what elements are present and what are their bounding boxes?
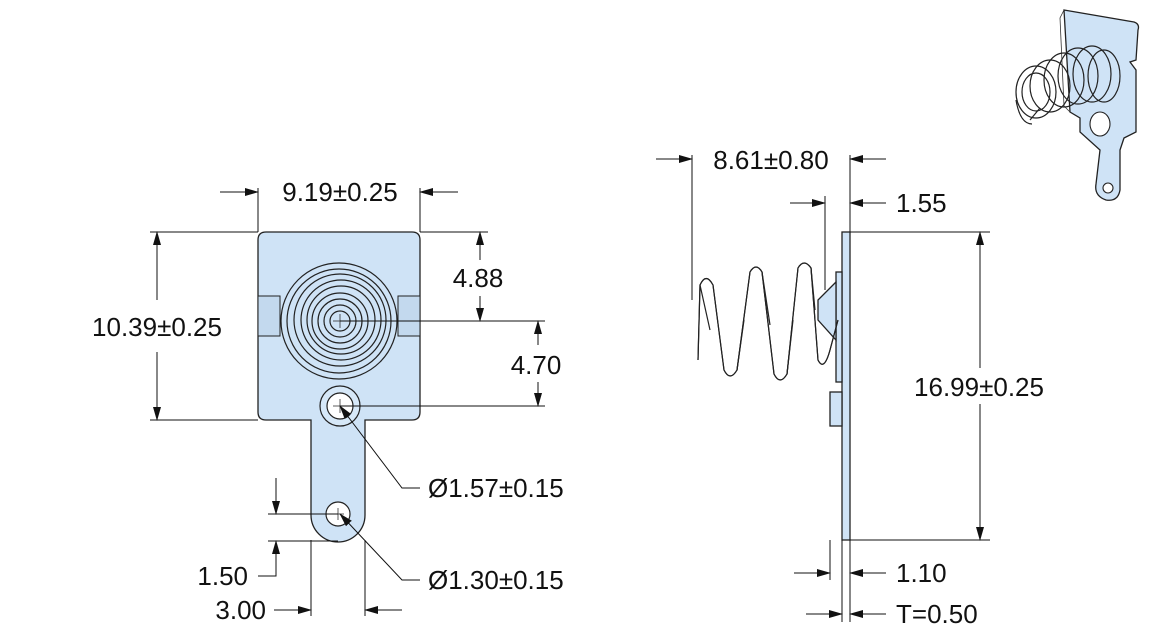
front-view: 9.19±0.25 10.39±0.25 4.88 4.70 Ø1.57±0.1…	[92, 177, 564, 625]
spring-side-view	[697, 262, 839, 381]
isometric-view	[1015, 9, 1140, 201]
dim-center-offset: 4.88	[453, 263, 504, 293]
dim-spring-length: 8.61±0.80	[713, 145, 828, 175]
right-slot	[397, 295, 421, 337]
dim-offset: 1.55	[896, 188, 947, 218]
dim-large-hole: Ø1.57±0.15	[428, 473, 564, 503]
side-view: 8.61±0.80 1.55 16.99±0.25 1.10 T=0.50	[656, 145, 1044, 629]
dim-small-hole: Ø1.30±0.15	[428, 565, 564, 595]
left-slot	[257, 295, 281, 337]
iso-spring	[1015, 45, 1121, 125]
dim-total-height: 16.99±0.25	[914, 372, 1044, 402]
dim-thickness: T=0.50	[896, 599, 978, 629]
dim-hole-spacing: 4.70	[511, 350, 562, 380]
side-tab	[829, 391, 843, 427]
dim-flange: 1.10	[896, 558, 947, 588]
side-plate	[841, 231, 851, 541]
side-flange	[835, 271, 843, 383]
dim-width: 9.19±0.25	[282, 177, 397, 207]
dim-tab-offset: 1.50	[197, 561, 248, 591]
spring-top-view	[280, 262, 398, 380]
dim-height: 10.39±0.25	[92, 312, 222, 342]
dim-tab-width: 3.00	[215, 595, 266, 625]
